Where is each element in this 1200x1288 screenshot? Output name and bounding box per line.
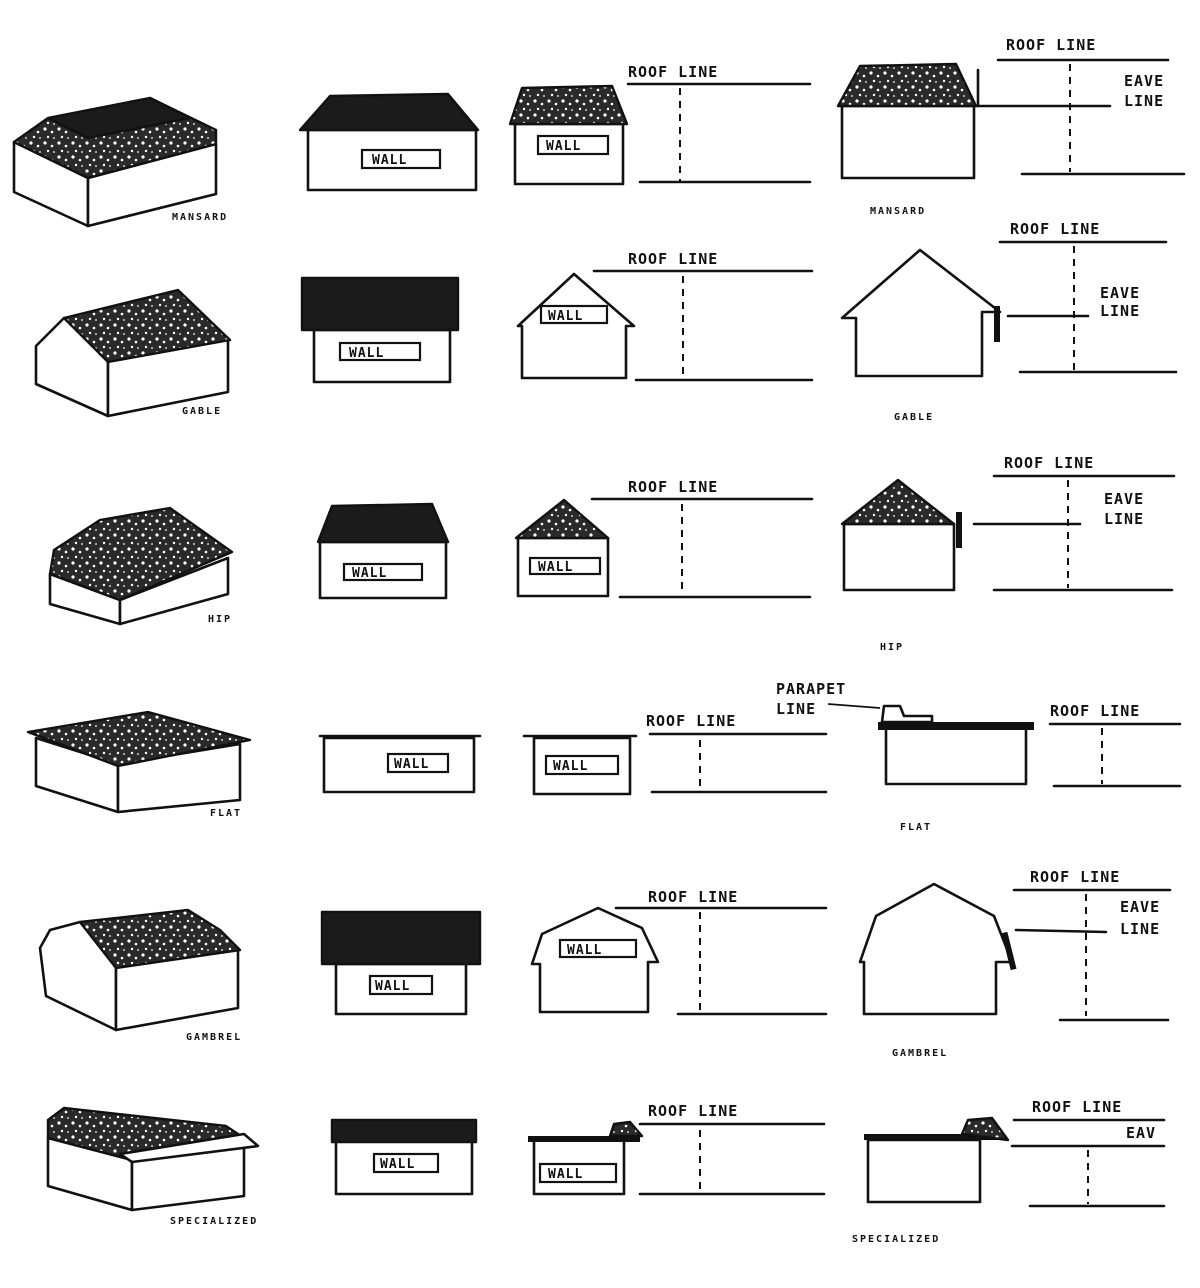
roof-line-label: ROOF LINE	[1006, 36, 1096, 54]
caption-hip-3d: HIP	[208, 614, 232, 625]
parapet-line-label: LINE	[776, 700, 816, 718]
flat-3d-house	[26, 710, 252, 814]
row-gambrel: GAMBREL WALL WALL ROOF LINE ROOF LINE EA…	[38, 868, 1172, 1059]
row-hip: HIP WALL WALL ROOF LINE ROOF LINE	[48, 454, 1176, 653]
wall-label: WALL	[548, 309, 583, 324]
eave-line-label: LINE	[1100, 302, 1140, 320]
mansard-3d-house	[12, 96, 218, 228]
caption-gambrel: GAMBREL	[892, 1048, 948, 1059]
wall-label: WALL	[372, 153, 407, 168]
caption-flat: FLAT	[900, 822, 932, 833]
mansard-eave-elevation: ROOF LINE EAVE LINE	[836, 36, 1186, 180]
eave-label: EAVE	[1104, 490, 1144, 508]
specialized-front-elevation: WALL	[330, 1118, 478, 1196]
roof-line-label: ROOF LINE	[648, 888, 738, 906]
caption-mansard: MANSARD	[870, 206, 926, 217]
hip-3d-house	[48, 506, 234, 626]
gable-eave-elevation: ROOF LINE EAVE LINE	[840, 220, 1178, 378]
wall-label: WALL	[548, 1167, 583, 1182]
wall-label: WALL	[546, 139, 581, 154]
gambrel-3d-house	[38, 908, 242, 1032]
eav-label: EAV	[1126, 1124, 1156, 1142]
wall-label: WALL	[553, 759, 588, 774]
gambrel-eave-elevation: ROOF LINE EAVE LINE	[858, 868, 1172, 1022]
gambrel-front-elevation: WALL	[320, 910, 482, 1016]
caption-hip: HIP	[880, 642, 904, 653]
mansard-side-elevation: WALL ROOF LINE	[508, 63, 812, 186]
wall-label: WALL	[375, 979, 410, 994]
gable-3d-house	[34, 288, 232, 418]
eave-line-label: LINE	[1124, 92, 1164, 110]
parapet-label: PARAPET	[776, 680, 846, 698]
roof-line-label: ROOF LINE	[1032, 1098, 1122, 1116]
roof-line-label: ROOF LINE	[1004, 454, 1094, 472]
specialized-side-elevation: WALL ROOF LINE	[528, 1102, 826, 1196]
mansard-front-elevation: WALL	[298, 92, 480, 192]
wall-label: WALL	[349, 346, 384, 361]
row-specialized: SPECIALIZED WALL WALL ROOF LINE	[46, 1098, 1166, 1245]
gable-front-elevation: WALL	[300, 276, 460, 384]
eave-line-label: LINE	[1104, 510, 1144, 528]
specialized-eave-elevation: ROOF LINE EAV	[864, 1098, 1166, 1208]
hip-front-elevation: WALL	[316, 502, 450, 600]
wall-label: WALL	[394, 757, 429, 772]
hip-eave-elevation: ROOF LINE EAVE LINE	[840, 454, 1176, 592]
wall-label: WALL	[538, 560, 573, 575]
eave-label: EAVE	[1120, 898, 1160, 916]
row-gable: GABLE WALL WALL ROOF LINE ROOF LINE EAVE	[34, 220, 1178, 423]
flat-parapet-elevation: PARAPET LINE ROOF LINE	[776, 680, 1182, 788]
wall-label: WALL	[567, 943, 602, 958]
caption-specialized: SPECIALIZED	[852, 1234, 940, 1245]
flat-front-elevation: WALL	[318, 734, 482, 794]
roof-line-label: ROOF LINE	[1010, 220, 1100, 238]
roof-line-label: ROOF LINE	[1050, 702, 1140, 720]
roof-line-label: ROOF LINE	[1030, 868, 1120, 886]
eave-label: EAVE	[1124, 72, 1164, 90]
caption-gable-3d: GABLE	[182, 406, 222, 417]
caption-specialized-3d: SPECIALIZED	[170, 1216, 258, 1227]
roof-line-label: ROOF LINE	[648, 1102, 738, 1120]
roof-line-label: ROOF LINE	[628, 63, 718, 81]
caption-mansard-3d: MANSARD	[172, 212, 228, 223]
caption-gambrel-3d: GAMBREL	[186, 1032, 242, 1043]
caption-gable: GABLE	[894, 412, 934, 423]
caption-flat-3d: FLAT	[210, 808, 242, 819]
gambrel-side-elevation: WALL ROOF LINE	[530, 888, 828, 1016]
roof-line-label: ROOF LINE	[646, 712, 736, 730]
eave-label: EAVE	[1100, 284, 1140, 302]
hip-side-elevation: WALL ROOF LINE	[514, 478, 814, 599]
specialized-3d-house	[46, 1106, 260, 1212]
wall-label: WALL	[352, 566, 387, 581]
row-flat: FLAT WALL WALL ROOF LINE PARAPET	[26, 680, 1182, 833]
flat-side-elevation: WALL ROOF LINE	[522, 712, 828, 796]
row-mansard: MANSARD WALL WALL ROOF LINE	[12, 36, 1186, 228]
wall-label: WALL	[380, 1157, 415, 1172]
roof-line-label: ROOF LINE	[628, 250, 718, 268]
gable-side-elevation: WALL ROOF LINE	[516, 250, 814, 382]
eave-line-label: LINE	[1120, 920, 1160, 938]
roof-line-label: ROOF LINE	[628, 478, 718, 496]
